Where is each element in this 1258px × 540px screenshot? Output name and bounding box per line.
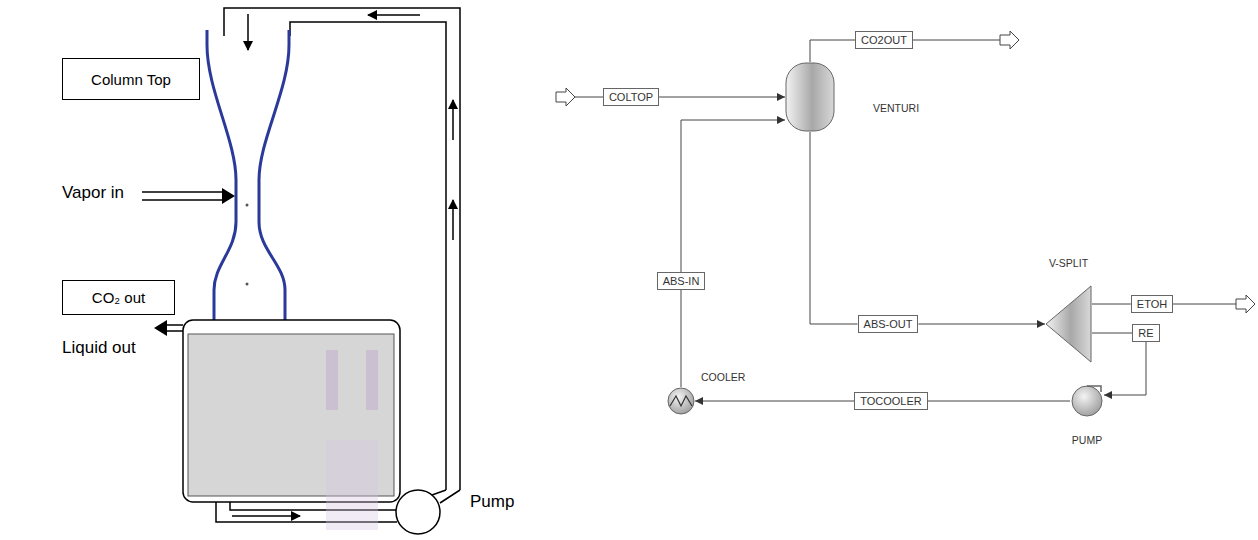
pump-outlet bbox=[432, 490, 460, 503]
pump-circle bbox=[1072, 386, 1102, 416]
stream-line bbox=[810, 132, 858, 324]
stream-name: COLTOP bbox=[609, 90, 653, 104]
dot bbox=[246, 283, 249, 286]
venturi-wall bbox=[259, 30, 289, 320]
stream-line bbox=[918, 324, 1045, 325]
product-arrow bbox=[1236, 295, 1255, 313]
stream-label: RE bbox=[1132, 324, 1159, 342]
stream-label: ABS-OUT bbox=[858, 315, 919, 333]
inlet-line bbox=[142, 199, 224, 201]
venturi-wall bbox=[207, 30, 236, 320]
callout-box: Column Top bbox=[62, 58, 200, 100]
stream-label: ABS-IN bbox=[657, 272, 706, 290]
flow-arrow bbox=[247, 14, 249, 50]
venturi-vessel: VENTURI bbox=[785, 62, 835, 132]
pump-symbol bbox=[396, 490, 440, 534]
stream-label: CO2OUT bbox=[855, 31, 913, 49]
inlet-arrowhead bbox=[222, 188, 235, 204]
stream-line bbox=[681, 290, 682, 387]
inlet-line bbox=[142, 191, 224, 193]
callout-box: CO₂ out bbox=[62, 280, 175, 315]
block-name: PUMP bbox=[1072, 434, 1102, 446]
stream-label: ETOH bbox=[1131, 295, 1173, 313]
watermark-block bbox=[326, 440, 378, 530]
pump-block-shape bbox=[1070, 384, 1104, 418]
dot bbox=[246, 204, 249, 207]
stream-name: ABS-OUT bbox=[864, 317, 913, 331]
cooler-block: COOLER bbox=[667, 387, 695, 415]
stream-name: RE bbox=[1138, 326, 1153, 340]
block-name: COOLER bbox=[701, 371, 745, 383]
outlet-arrowhead bbox=[154, 320, 167, 336]
stream-caption: Liquid out bbox=[62, 338, 136, 358]
exchanger-coil bbox=[670, 396, 692, 406]
stream-name: ETOH bbox=[1137, 297, 1167, 311]
outlet-line bbox=[166, 330, 183, 332]
watermark bbox=[326, 350, 378, 530]
block-name: VENTURI bbox=[873, 102, 919, 114]
stream-line bbox=[810, 40, 855, 62]
venturi-vessel-shape bbox=[785, 62, 835, 132]
stream-line bbox=[1092, 333, 1132, 334]
stream-line bbox=[659, 97, 785, 98]
pump-block: PUMP bbox=[1070, 384, 1104, 418]
splitter-block-shape bbox=[1045, 285, 1092, 363]
watermark-bar bbox=[366, 350, 378, 410]
stream-line bbox=[928, 401, 1070, 402]
watermark-bar bbox=[326, 350, 338, 410]
splitter-triangle bbox=[1046, 286, 1091, 362]
stream-caption: Vapor in bbox=[62, 183, 124, 203]
stream-name: ABS-IN bbox=[663, 274, 700, 288]
stream-label: COLTOP bbox=[603, 88, 659, 106]
callout-text: Column Top bbox=[91, 71, 171, 88]
product-arrow bbox=[1000, 31, 1019, 49]
flow-arrow bbox=[452, 100, 454, 140]
flow-arrow bbox=[232, 515, 300, 517]
flow-arrow bbox=[368, 14, 420, 16]
stream-caption: Pump bbox=[470, 492, 514, 512]
feed-arrow bbox=[556, 88, 575, 106]
block-name: V-SPLIT bbox=[1049, 257, 1088, 269]
stream-line bbox=[695, 401, 854, 402]
exchanger-circle bbox=[668, 388, 694, 414]
vessel-body bbox=[786, 63, 834, 131]
stream-name: CO2OUT bbox=[861, 33, 907, 47]
callout-text: CO₂ out bbox=[92, 289, 145, 306]
cooler-block-shape bbox=[667, 387, 695, 415]
outlet-line bbox=[166, 324, 183, 326]
pump-discharge bbox=[1087, 386, 1101, 392]
stream-name: TOCOOLER bbox=[860, 394, 922, 408]
stream-line bbox=[1104, 342, 1146, 395]
stream-label: TOCOOLER bbox=[854, 392, 928, 410]
stream-line bbox=[1092, 304, 1131, 305]
splitter-block: V-SPLIT bbox=[1045, 285, 1092, 363]
stream-line bbox=[681, 120, 785, 272]
flow-arrow bbox=[452, 200, 454, 240]
